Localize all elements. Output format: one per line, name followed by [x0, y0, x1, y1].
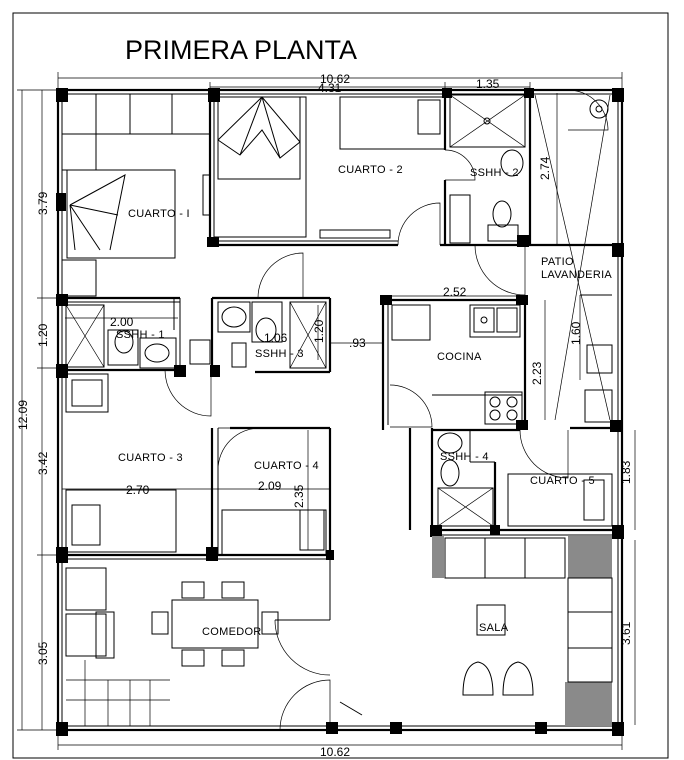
dim-bottom-total: 10.62 — [320, 745, 350, 759]
label-patio-line2: LAVANDERIA — [541, 269, 612, 281]
label-sshh4: SSHH - 4 — [440, 451, 489, 463]
cocina-fixtures — [391, 304, 523, 425]
label-sala: SALA — [479, 622, 509, 634]
comedor-furniture — [65, 567, 279, 727]
sshh3-fixtures — [217, 301, 327, 369]
dim-cuarto4-width: 2.09 — [258, 479, 282, 493]
dim-left-cuarto1: 3.79 — [36, 191, 50, 215]
label-cuarto1: CUARTO - I — [128, 208, 190, 220]
label-cuarto3: CUARTO - 3 — [118, 452, 183, 464]
walls — [56, 88, 624, 732]
dim-left-total: 12.09 — [16, 400, 30, 430]
sshh1-fixtures — [65, 298, 211, 370]
dim-patio-width: 1.60 — [569, 321, 583, 345]
label-patio-line1: PATIO — [541, 256, 574, 268]
sshh4-fixtures — [437, 430, 495, 527]
dim-sshh2-height: 2.74 — [538, 156, 552, 180]
label-sshh3: SSHH - 3 — [255, 348, 304, 360]
dim-cocina-width: 2.52 — [443, 285, 467, 299]
label-cuarto5: CUARTO - 5 — [530, 475, 595, 487]
dim-passage: .93 — [349, 336, 366, 350]
cuarto1-furniture — [61, 93, 211, 297]
dimension-lines — [17, 72, 636, 750]
dim-left-cuarto3: 3.42 — [36, 451, 50, 475]
sala-furniture — [444, 537, 613, 696]
label-cuarto2: CUARTO - 2 — [338, 164, 403, 176]
label-cocina: COCINA — [437, 351, 482, 363]
columns — [56, 88, 624, 736]
cuarto5-furniture — [507, 473, 613, 527]
dim-top-cuarto2: 4.31 — [318, 81, 342, 95]
cuarto3-furniture — [65, 373, 177, 553]
label-sshh2: SSHH - 2 — [470, 167, 519, 179]
dim-left-sshh1: 1.20 — [36, 323, 50, 347]
dim-sshh1-width: 2.00 — [110, 315, 134, 329]
label-cuarto4: CUARTO - 4 — [254, 460, 319, 472]
dim-top-total: 10.62 — [320, 72, 350, 86]
plan-title: PRIMERA PLANTA — [125, 35, 357, 65]
sheet-frame — [12, 12, 669, 759]
cuarto4-furniture — [221, 509, 327, 556]
dim-cuarto4-height: 2.35 — [292, 484, 306, 508]
cuarto2-furniture — [213, 96, 446, 239]
dim-cocina-height: 2.23 — [530, 361, 544, 385]
sshh2-fixtures — [449, 94, 526, 244]
patio-fixtures — [534, 94, 613, 423]
label-comedor: COMEDOR — [202, 626, 262, 638]
doors — [164, 89, 609, 731]
dim-sshh3-height: 1.20 — [312, 319, 326, 343]
label-sshh1: SSHH - 1 — [116, 329, 165, 341]
dim-left-comedor: 3.05 — [36, 641, 50, 665]
dim-top-sshh2: 1.35 — [476, 77, 500, 91]
